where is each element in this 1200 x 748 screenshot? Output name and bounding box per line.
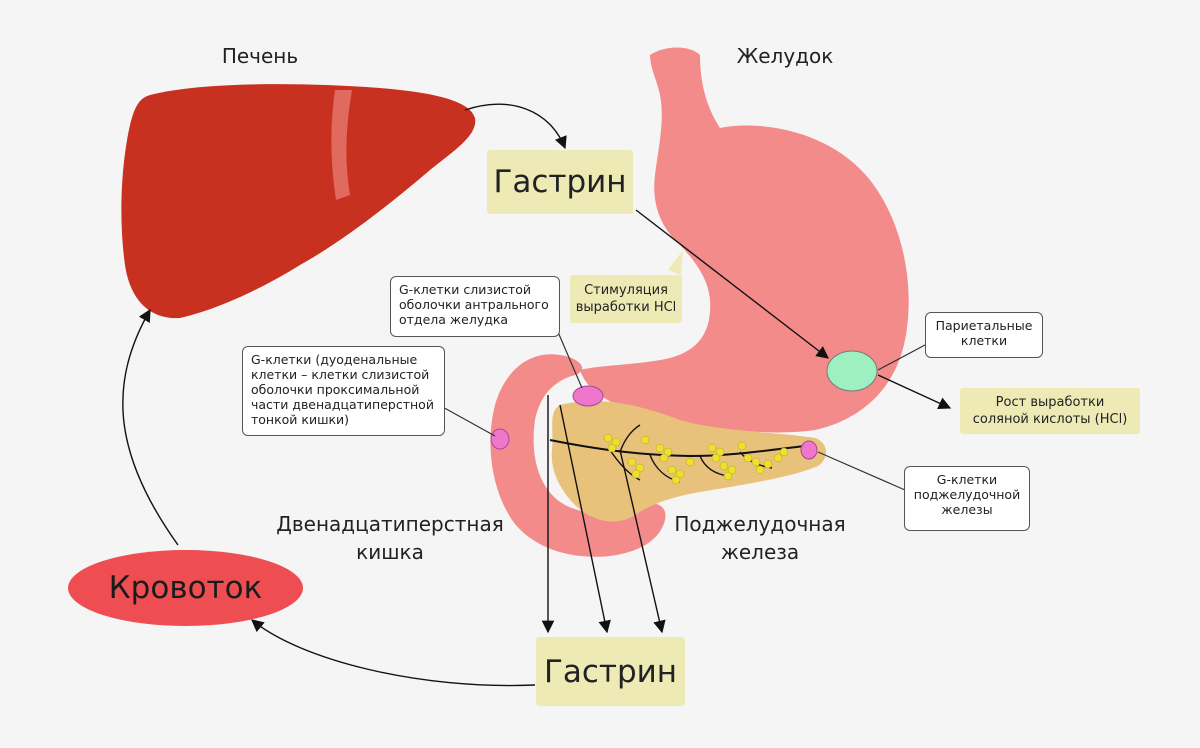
stomach-label: Желудок bbox=[736, 44, 834, 68]
duodenum-shape bbox=[490, 354, 666, 557]
stimulation-label: Стимуляция выработки HCl bbox=[570, 275, 682, 323]
note-g-pancreas: G-клетки поджелудочной железы bbox=[904, 466, 1030, 531]
duodenum-label: Двенадцатиперстная кишка bbox=[276, 512, 504, 564]
gastrin-bottom-box: Гастрин bbox=[536, 637, 685, 706]
flow-arrows bbox=[122, 103, 952, 687]
note-g-antral: G-клетки слизистой оболочки антрального … bbox=[390, 276, 560, 337]
stomach-shape bbox=[580, 47, 909, 433]
hcl-growth-label: Рост выработки соляной кислоты (HCl) bbox=[960, 388, 1140, 434]
stimulation-tail bbox=[668, 250, 683, 275]
parietal-cell bbox=[826, 350, 878, 392]
g-cell-duodenal bbox=[490, 428, 510, 450]
pancreas-label: Поджелудочная железа bbox=[674, 512, 846, 564]
liver-shape bbox=[121, 84, 476, 319]
g-cell-pancreas bbox=[800, 440, 818, 460]
pancreas-shape bbox=[549, 400, 826, 522]
liver-label: Печень bbox=[221, 44, 299, 68]
bloodstream-ellipse: Кровоток bbox=[68, 550, 303, 626]
note-parietal: Париетальные клетки bbox=[925, 312, 1043, 358]
gastrin-top-box: Гастрин bbox=[487, 150, 633, 214]
note-g-duodenal: G-клетки (дуоденальные клетки – клетки с… bbox=[242, 346, 445, 436]
g-cell-antral bbox=[572, 385, 604, 407]
